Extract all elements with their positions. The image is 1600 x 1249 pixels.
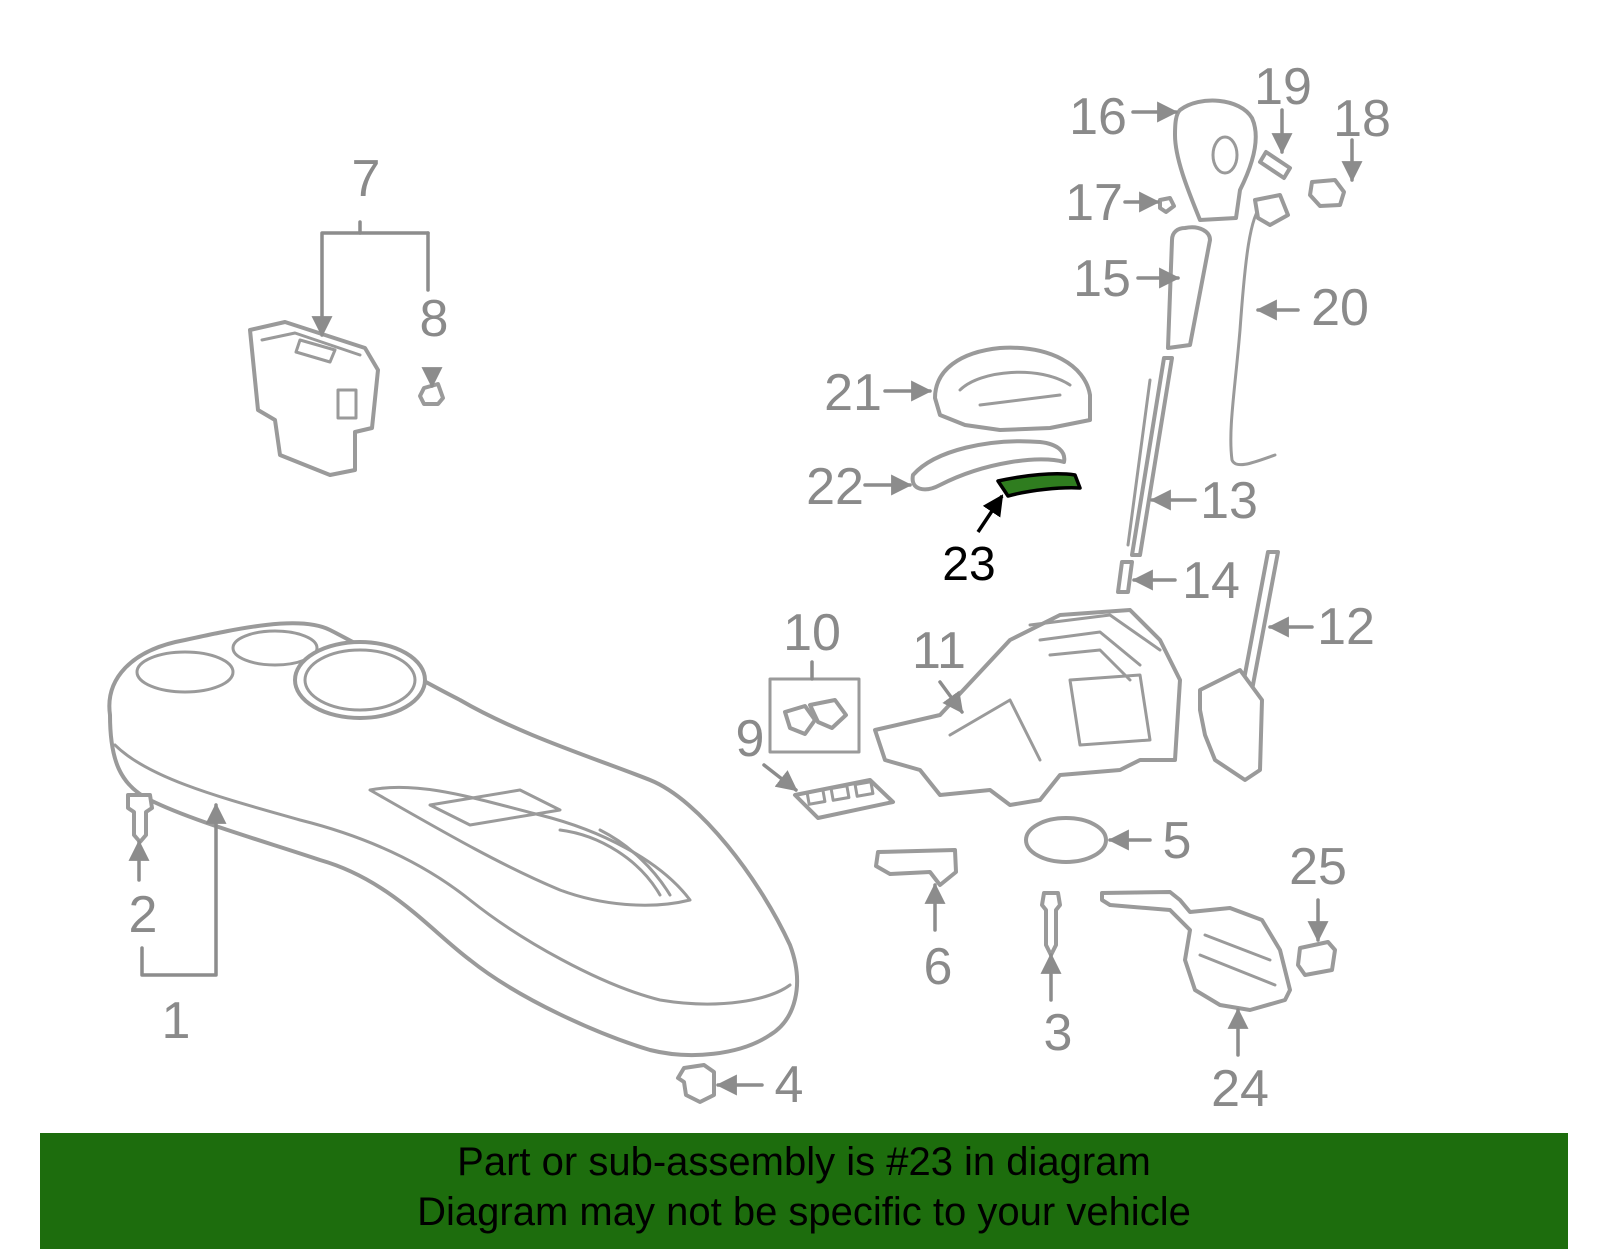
callout-23-highlighted: 23	[942, 538, 995, 591]
center-console-part	[107, 621, 799, 1057]
callout-16: 16	[1069, 88, 1127, 146]
switch-part-7	[248, 320, 380, 477]
indicator-bezel-part-21	[933, 345, 1092, 432]
callout-9: 9	[736, 710, 765, 768]
leader-lines	[128, 101, 1363, 1096]
callout-14: 14	[1182, 552, 1240, 610]
callout-3: 3	[1044, 1004, 1073, 1062]
callout-10: 10	[783, 604, 841, 662]
bolt-part-3	[1040, 891, 1062, 957]
shift-knob-part-16	[1173, 98, 1258, 222]
callout-labels: 1 2 3 4 5 6 7 8 9 10 11 12 13 14 15 16 1…	[129, 58, 1391, 1118]
switch-panel-part-9	[793, 778, 895, 820]
info-banner: Part or sub-assembly is #23 in diagram D…	[40, 1133, 1568, 1249]
callout-12: 12	[1317, 598, 1375, 656]
callout-1: 1	[162, 992, 191, 1050]
gasket-part-5	[1024, 816, 1108, 864]
callout-5: 5	[1163, 812, 1192, 870]
callout-8: 8	[420, 290, 449, 348]
banner-line-disclaimer: Diagram may not be specific to your vehi…	[417, 1190, 1191, 1234]
callout-21: 21	[824, 364, 882, 422]
bracket-part-6	[874, 848, 958, 887]
callout-2: 2	[129, 886, 158, 944]
callout-7: 7	[352, 150, 381, 208]
callout-22: 22	[806, 458, 864, 516]
callout-25: 25	[1289, 838, 1347, 896]
callout-17: 17	[1065, 174, 1123, 232]
rod-part-13	[1126, 356, 1174, 557]
callout-4: 4	[775, 1056, 804, 1114]
shift-lever-part-12	[1198, 550, 1280, 782]
banner-line-part-number: Part or sub-assembly is #23 in diagram	[457, 1140, 1151, 1184]
button-caps-part-10	[768, 677, 861, 754]
callout-19: 19	[1254, 58, 1312, 116]
highlighted-part-23	[996, 472, 1082, 498]
boot-part-15	[1166, 225, 1212, 350]
clip-part-4	[676, 1063, 716, 1104]
callout-13: 13	[1200, 472, 1258, 530]
cable-part-20	[1229, 193, 1290, 467]
button-part-18	[1308, 178, 1346, 208]
callout-24: 24	[1211, 1060, 1269, 1118]
brake-lever-part-24	[1100, 890, 1292, 1012]
block-part-25	[1296, 940, 1337, 977]
callout-18: 18	[1333, 90, 1391, 148]
callout-15: 15	[1073, 250, 1131, 308]
cover-part-22	[910, 439, 1067, 492]
shifter-housing-part-11	[873, 608, 1182, 807]
spring-part-14	[1116, 560, 1134, 594]
callout-20: 20	[1311, 279, 1369, 337]
spring-part-19	[1258, 150, 1292, 180]
clip-part-2	[126, 793, 154, 844]
callout-11: 11	[912, 622, 966, 680]
clip-part-17	[1158, 196, 1176, 214]
callout-6: 6	[924, 938, 953, 996]
